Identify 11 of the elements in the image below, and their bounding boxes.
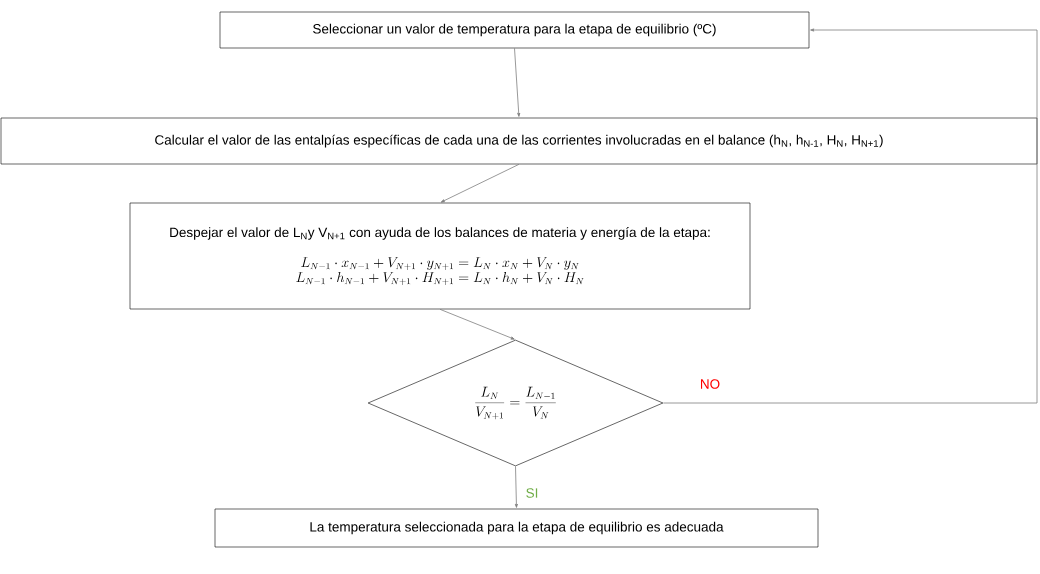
- edge-label: NO: [698, 378, 722, 390]
- edge-label: SI: [524, 487, 540, 499]
- arrow: [514, 47, 521, 117]
- process-box: Calcular el valor de las entalpías específicas de cada una de las corrientes involucradas en el balance (h$_{N}$, h$_{N-1}$, H$_{N}$, H$_{N+1}$): [0, 117, 1038, 165]
- arrow: [440, 163, 520, 203]
- arrow: [662, 28, 1038, 404]
- process-box: Despejar el valor de L$_{N}$y V$_{N+1}$ con ayuda de los balances de materia y energía de la etapa: $L_{N-1}\cdot x_{N-1}+V_{N+1}\cdot y_{N+1}=L_{N}\cdot x_{N}+V_{N}\cdot y_{N}$ $L_{N-1}\cdot h_{N-1}+V_{N+1}\cdot H_{N+1}=L_{N}\cdot h_{N}+V_{N}\cdot H_{N}$: [129, 202, 751, 310]
- process-box: La temperatura seleccionada para la etapa de equilibrio es adecuada: [214, 508, 819, 548]
- arrow: [514, 465, 518, 508]
- arrow: [439, 308, 515, 340]
- process-box: Seleccionar un valor de temperatura para la etapa de equilibrio (ºC): [219, 11, 810, 49]
